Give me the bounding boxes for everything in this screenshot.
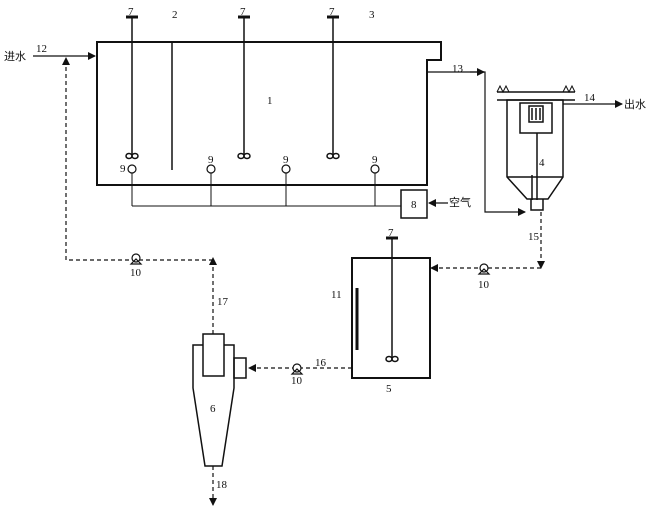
air-distribution-pipe: [131, 173, 401, 207]
label-16: 16: [315, 357, 327, 369]
stirrer-1: [125, 15, 139, 160]
aerator-2: [206, 164, 216, 174]
pump-2: [477, 263, 491, 275]
label-17: 17: [217, 296, 229, 308]
stirrer-2: [237, 15, 251, 160]
label-12: 12: [36, 43, 47, 55]
label-7d: 7: [388, 227, 394, 239]
inflow-label: 进水: [4, 50, 26, 63]
stirrer-3: [326, 15, 340, 160]
outflow-label: 出水: [624, 97, 646, 111]
label-11: 11: [331, 289, 342, 301]
pump-3: [290, 363, 304, 375]
aerator-1: [127, 164, 137, 174]
label-7a: 7: [128, 6, 134, 18]
label-10b: 10: [478, 279, 490, 291]
stirrer-4: [385, 236, 399, 363]
label-2: 2: [172, 9, 178, 21]
label-15: 15: [528, 231, 540, 243]
label-3: 3: [369, 9, 375, 21]
label-8: 8: [411, 199, 417, 211]
label-7b: 7: [240, 6, 246, 18]
label-9a: 9: [120, 163, 126, 175]
label-10a: 10: [130, 267, 142, 279]
label-18: 18: [216, 479, 228, 491]
settling-tank: [496, 84, 576, 211]
label-5: 5: [386, 383, 392, 395]
air-label: 空气: [449, 195, 471, 209]
label-4: 4: [539, 157, 545, 169]
label-13: 13: [452, 63, 464, 75]
pump-1: [129, 253, 143, 265]
hydrocyclone-separator: [192, 333, 247, 467]
air-blower: [400, 189, 428, 219]
label-1: 1: [267, 95, 273, 107]
transfer-line-13: [427, 71, 526, 216]
label-7c: 7: [329, 6, 335, 18]
return-line: [62, 57, 213, 261]
label-9c: 9: [283, 154, 289, 166]
label-10c: 10: [291, 375, 303, 387]
label-9d: 9: [372, 154, 378, 166]
label-14: 14: [584, 92, 596, 104]
aerator-3: [281, 164, 291, 174]
aerator-4: [370, 164, 380, 174]
label-6: 6: [210, 403, 216, 415]
main-reaction-tank: [96, 41, 442, 186]
label-9b: 9: [208, 154, 214, 166]
